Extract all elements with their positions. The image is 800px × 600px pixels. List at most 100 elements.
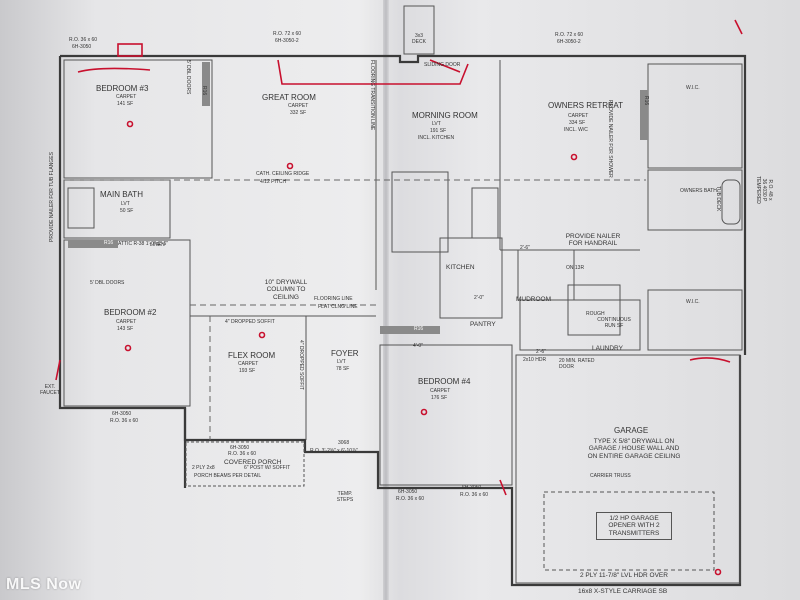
porch-post-label: 6" POST W/ SOFFIT [244, 465, 291, 471]
interior-walls [63, 5, 743, 584]
window-top-right: R.O. 72 x 60 [555, 32, 584, 38]
redline-markups [55, 19, 743, 576]
deck-label: 3x3 DECK [412, 33, 426, 45]
tub-deck-label: TUB DECK [715, 186, 721, 212]
main-bath-floor: LVT [121, 201, 130, 207]
mudroom-name: MUDROOM [516, 296, 552, 303]
exterior-faucet-label: EXT. FAUCET [40, 384, 60, 396]
window-bed4: R.O. 36 x 60 [396, 496, 425, 502]
window-top-mid-code: 6H-3050-2 [275, 38, 299, 44]
shower-nailer-label: PROVIDE NAILER FOR SHOWER [607, 100, 613, 178]
porch-ply-label: 2 PLY 2x8 [192, 465, 215, 471]
bedroom2-area: 143 SF [117, 326, 134, 332]
tub-flanges-label: PROVIDE NAILER FOR TUB FLANGES [49, 152, 55, 242]
window-porch: R.O. 36 x 60 [228, 451, 257, 457]
foyer-area: 78 SF [336, 366, 350, 372]
great-room-area: 332 SF [290, 110, 307, 116]
morning-room-area: 191 SF [430, 128, 447, 134]
kitchen-name: KITCHEN [446, 264, 475, 271]
page-fold [383, 0, 389, 600]
dim-label: 2'-6" [520, 245, 530, 251]
garage-door-label: 16x8 X-STYLE CARRIAGE SB [578, 588, 668, 595]
front-door-label: R.O. 3'-2⅝" x 6'-10⅞" [310, 448, 358, 454]
main-bath-area: 50 SF [120, 208, 134, 214]
flooring-line-label: FLOORING LINE [314, 296, 353, 302]
drywall-column-label: 10" DRYWALL COLUMN TO CEILING [264, 279, 308, 301]
window-top-mid: R.O. 72 x 60 [273, 31, 302, 37]
bedroom4-name: BEDROOM #4 [418, 377, 471, 386]
garage-note: TYPE X 5/8" DRYWALL ON GARAGE / HOUSE WA… [587, 438, 681, 460]
exterior-walls [58, 54, 747, 587]
bedroom3-name: BEDROOM #3 [96, 84, 149, 93]
dim-label: 2'-6" [536, 349, 546, 355]
cath-ceiling-label: CATH. CEILING RIDGE [256, 171, 310, 177]
bedroom2-floor: CARPET [116, 319, 137, 325]
carrier-truss-label: CARRIER TRUSS [590, 473, 631, 479]
bedroom4-area: 176 SF [431, 395, 448, 401]
morning-room-floor: LVT [432, 121, 441, 127]
dropped-soffit-v: 4" DROPPED SOFFIT [298, 340, 304, 390]
porch-beams-label: PORCH BEAMS PER DETAIL [194, 473, 262, 479]
garage-opener-label: 1/2 HP GARAGE OPENER WITH 2 TRANSMITTERS [596, 512, 672, 541]
dim-label: 2'-0" [474, 295, 484, 301]
flooring-transition-label: FLOORING TRANSITION LINE [369, 60, 375, 131]
window-garage: R.O. 36 x 60 [460, 492, 489, 498]
flex-room-area: 193 SF [239, 368, 256, 374]
flat-ceiling-label: FLAT CLNG LINE [318, 304, 358, 310]
great-room-name: GREAT ROOM [262, 93, 316, 102]
r16-code: R16 [643, 96, 649, 106]
main-bath-name: MAIN BATH [100, 190, 143, 199]
window-top-left: R.O. 36 x 60 [69, 37, 98, 43]
wic-top-label: W.I.C. [686, 85, 700, 91]
garage-name: GARAGE [614, 426, 649, 435]
window-left-bottom: R.O. 36 x 60 [110, 418, 139, 424]
owners-retreat-area: 334 SF [569, 120, 586, 126]
window-garage-code: 6H-3050 [462, 485, 482, 491]
r16-code: R16 [414, 326, 424, 332]
window-right-label: R.O. 48 x 36 4030 P TEMPERED [755, 176, 774, 204]
front-door-code: 3068 [338, 440, 350, 446]
dbl-doors-top-label: 5' DBL DOORS [185, 60, 191, 95]
dropped-soffit-h: 4" DROPPED SOFFIT [225, 319, 275, 325]
foyer-floor: LVT [337, 359, 346, 365]
watermark: MLS Now [6, 576, 82, 593]
r16-code: R16 [104, 240, 114, 246]
laundry-name: LAUNDRY [592, 345, 623, 352]
rated-door-label: 20 MIN. RATED DOOR [559, 358, 595, 370]
ceiling-lines [64, 179, 646, 440]
covered-porch-label: COVERED PORCH [224, 459, 282, 466]
morning-room-name: MORNING ROOM [412, 111, 478, 120]
bedroom2-name: BEDROOM #2 [104, 308, 157, 317]
r16-code: R16 [201, 86, 207, 96]
owners-retreat-name: OWNERS RETREAT [548, 101, 623, 110]
flex-room-floor: CARPET [238, 361, 259, 367]
dbl-doors-mid-label: 5' DBL DOORS [90, 280, 125, 286]
owners-retreat-floor: CARPET [568, 113, 589, 119]
owners-bath-name: OWNERS BATH [680, 188, 717, 194]
linen-label: LINEN [150, 242, 165, 248]
window-bed4-code: 6H-3050 [398, 489, 418, 495]
rough-label: ROUGH [586, 311, 605, 317]
hdr-label: 2x10 HDR [523, 357, 547, 363]
pitch-label: 4/12 PITCH [260, 179, 287, 185]
window-top-right-code: 6H-3050-2 [557, 39, 581, 45]
window-porch-code: 6H-3050 [230, 445, 250, 451]
attic-label: ATTIC R-38 1'-0"x2'-6" [118, 241, 169, 247]
dim-label: 4'-0" [413, 343, 423, 349]
sliding-door-label: SLIDING DOOR [424, 62, 461, 68]
window-left-bottom-code: 6H-3050 [112, 411, 132, 417]
on-step-label: ON 13R [566, 265, 585, 271]
temp-steps-label: TEMP. STEPS [336, 491, 354, 503]
wic-bottom-label: W.I.C. [686, 299, 700, 305]
bedroom4-floor: CARPET [430, 388, 451, 394]
foyer-name: FOYER [331, 349, 359, 358]
owners-retreat-note: INCL. W/C [564, 127, 588, 133]
morning-room-note: INCL. KITCHEN [418, 135, 455, 141]
window-top-left-code: 6H-3050 [72, 44, 92, 50]
handrail-note: PROVIDE NAILER FOR HANDRAIL [565, 233, 621, 248]
great-room-floor: CARPET [288, 103, 309, 109]
continuous-run-label: CONTINUOUS RUN SF [597, 317, 631, 329]
bedroom3-area: 141 SF [117, 101, 134, 107]
